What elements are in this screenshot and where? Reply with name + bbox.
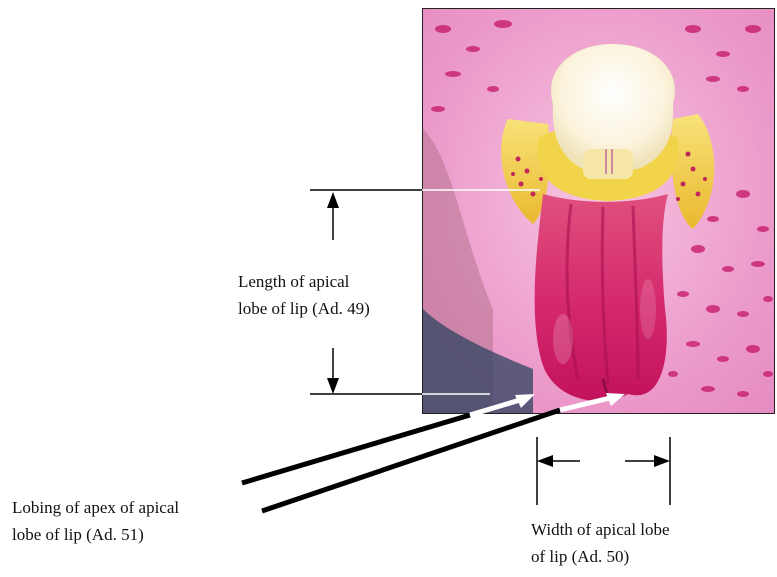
- width-label-line1: Width of apical lobe: [531, 516, 670, 543]
- lobing-label-line2: lobe of lip (Ad. 51): [12, 521, 179, 548]
- length-arrowhead-down: [327, 378, 339, 394]
- length-arrowhead-up: [327, 192, 339, 208]
- length-label-line2: lobe of lip (Ad. 49): [238, 295, 370, 322]
- width-label-line2: of lip (Ad. 50): [531, 543, 670, 570]
- length-label: Length of apical lobe of lip (Ad. 49): [238, 268, 370, 322]
- lobing-pointer-2-black: [262, 410, 560, 511]
- lobing-pointer-2-white: [560, 398, 610, 410]
- lobing-arrowhead-1: [515, 394, 535, 408]
- lobing-pointer-1-white: [470, 400, 520, 415]
- length-label-line1: Length of apical: [238, 268, 370, 295]
- width-arrowhead-left: [537, 455, 553, 467]
- lobing-pointer-1-black: [242, 415, 470, 483]
- lobing-arrowhead-2: [606, 393, 625, 406]
- width-arrowhead-right: [654, 455, 670, 467]
- lobing-label: Lobing of apex of apical lobe of lip (Ad…: [12, 494, 179, 548]
- width-label: Width of apical lobe of lip (Ad. 50): [531, 516, 670, 570]
- lobing-label-line1: Lobing of apex of apical: [12, 494, 179, 521]
